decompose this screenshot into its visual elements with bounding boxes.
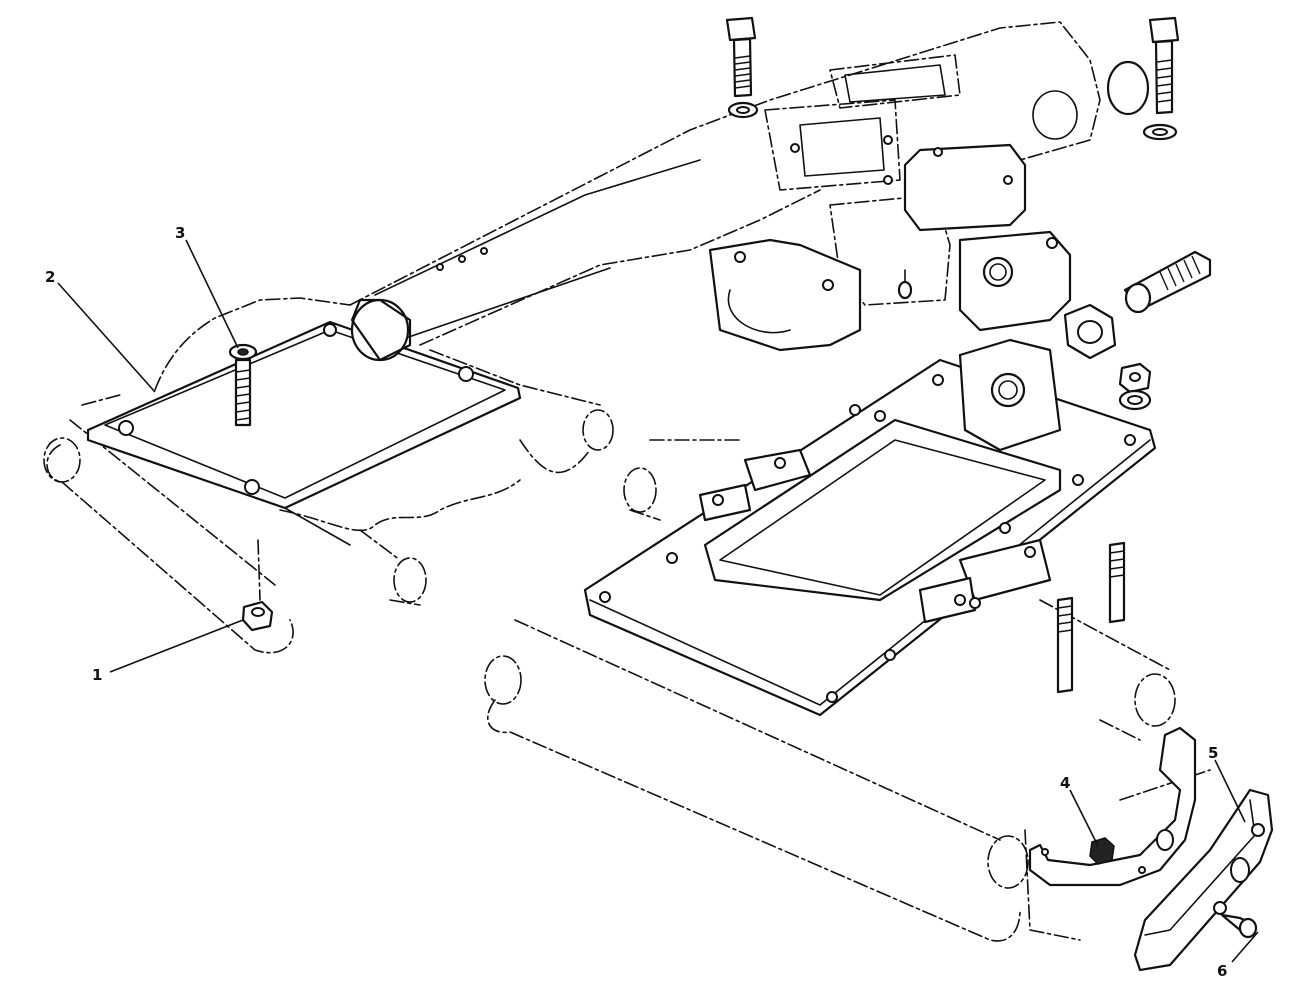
cover-plate	[86, 320, 522, 546]
base-plate	[583, 338, 1157, 717]
top-bolt-right	[1142, 16, 1180, 141]
countersunk-screw	[228, 343, 258, 427]
callout-1: 1	[92, 666, 102, 684]
hex-nut	[1063, 303, 1117, 360]
guard-plate	[1133, 788, 1274, 972]
callout-2: 2	[45, 268, 55, 286]
lock-nut	[241, 600, 274, 632]
top-bolt-left	[725, 16, 759, 119]
callout-4: 4	[1060, 774, 1070, 792]
clamp-bracket	[1028, 726, 1197, 887]
callout-leaders	[57, 239, 1259, 963]
upper-arm-assembly	[349, 21, 1150, 362]
small-nut-and-washer	[1118, 362, 1152, 411]
callout-3: 3	[175, 224, 185, 242]
u-bolts	[1056, 541, 1126, 694]
callout-6: 6	[1217, 962, 1227, 980]
nut-part-4	[1089, 837, 1115, 865]
threaded-stud	[1123, 250, 1212, 314]
callout-5: 5	[1208, 744, 1218, 762]
hex-screw-part-6	[1220, 913, 1258, 939]
callout-labels: 1 2 3 4 5 6	[45, 224, 1227, 980]
trunnion-block	[708, 143, 1072, 352]
